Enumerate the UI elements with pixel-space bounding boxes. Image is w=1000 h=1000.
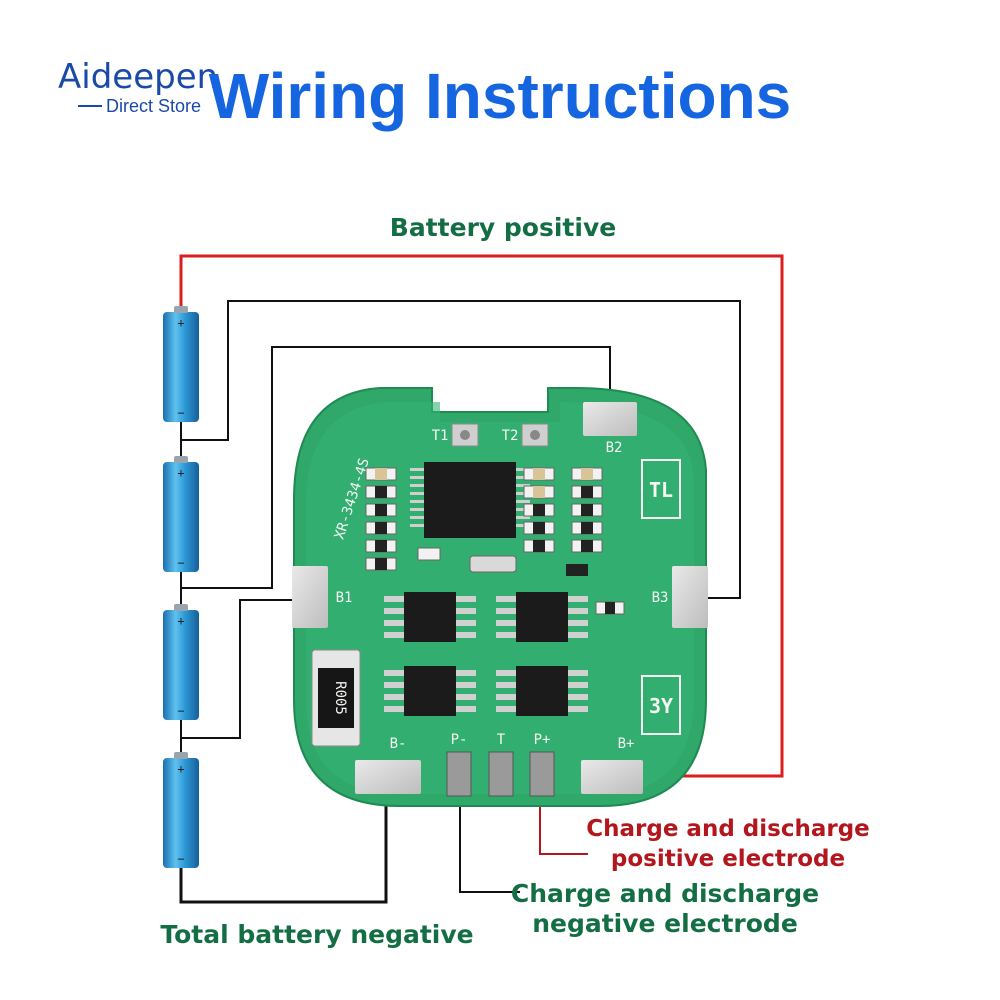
label-battery-positive: Battery positive: [390, 213, 616, 242]
control-ic: [410, 462, 530, 538]
battery-cell: + −: [163, 604, 199, 720]
wire-b2: [181, 346, 611, 589]
wire-p-plus-leader: [539, 790, 588, 855]
battery-cell: + −: [163, 752, 199, 868]
mark-3y: 3Y: [649, 694, 673, 718]
pad-label-b-plus: B+: [618, 736, 635, 752]
wire-total-negative: [179, 785, 388, 904]
label-charge-positive-line2: positive electrode: [611, 846, 845, 872]
resistor-marking: R005: [332, 681, 348, 715]
pad-b-plus: [581, 760, 643, 794]
cell-minus: −: [177, 704, 184, 718]
battery-cell: + −: [163, 306, 199, 422]
pad-label-t1: T1: [432, 428, 449, 444]
mosfet-array: [384, 592, 588, 716]
cell-minus: −: [177, 852, 184, 866]
pad-b1: [292, 566, 328, 628]
smd-components-right: [417, 467, 625, 615]
pad-label-b2: B2: [606, 440, 623, 456]
battery-stack: + − + − + − + −: [163, 306, 199, 868]
pad-p-plus: [529, 751, 555, 797]
sense-resistor: R005: [311, 649, 361, 747]
pad-p-minus: [446, 751, 472, 797]
brand-tagline: Direct Store: [106, 96, 201, 116]
cell-minus: −: [177, 556, 184, 570]
cell-plus: +: [177, 316, 184, 330]
wire-battery-positive: [179, 254, 784, 778]
brand-name: Aideepen: [58, 57, 218, 97]
pad-t: [488, 751, 514, 797]
brand-logo: Aideepen Direct Store: [58, 57, 218, 116]
cell-minus: −: [177, 406, 184, 420]
pad-b2: [583, 402, 637, 436]
smd-components-left: [365, 467, 397, 571]
pad-label-t: T: [497, 732, 506, 748]
cell-plus: +: [177, 466, 184, 480]
cell-plus: +: [177, 614, 184, 628]
label-charge-positive-line1: Charge and discharge: [586, 816, 870, 842]
pad-label-b-minus: B-: [390, 736, 407, 752]
bms-board: B2 B1 B3 B- B+ P- T P+ T1 T2 XR-3434-4S …: [292, 387, 708, 807]
wire-b1: [181, 599, 310, 739]
cell-plus: +: [177, 762, 184, 776]
pad-b3: [672, 566, 708, 628]
page-title: Wiring Instructions: [209, 60, 792, 132]
label-charge-negative-line1: Charge and discharge: [511, 879, 819, 908]
battery-cell: + −: [163, 456, 199, 572]
mark-tl: TL: [649, 478, 673, 502]
pad-label-b3: B3: [652, 590, 669, 606]
wires: [179, 254, 784, 904]
pad-label-p-plus: P+: [534, 732, 551, 748]
label-total-battery-negative: Total battery negative: [160, 920, 473, 949]
label-charge-negative-line2: negative electrode: [532, 909, 798, 938]
wire-b3: [181, 300, 741, 599]
pad-label-p-minus: P-: [451, 732, 468, 748]
pad-b-minus: [355, 760, 421, 794]
pad-label-b1: B1: [336, 590, 353, 606]
pad-label-t2: T2: [502, 428, 519, 444]
wire-p-minus-leader: [459, 790, 520, 893]
